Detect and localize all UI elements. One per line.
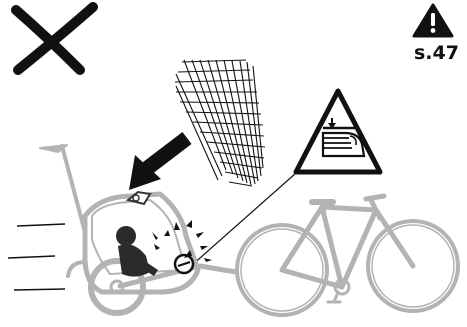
leader-line [191, 173, 296, 266]
bicycle [237, 196, 458, 315]
prohibited-cross-icon [16, 7, 93, 70]
warning-triangle-icon [414, 5, 452, 36]
hand-pinch-hazard-icon [296, 91, 380, 172]
mesh-net-cover [175, 60, 265, 186]
warning-reference: s.47 [414, 5, 459, 64]
page-reference-label: s.47 [414, 42, 459, 64]
motion-lines [8, 224, 65, 290]
arrow-pointing-icon [129, 138, 187, 190]
